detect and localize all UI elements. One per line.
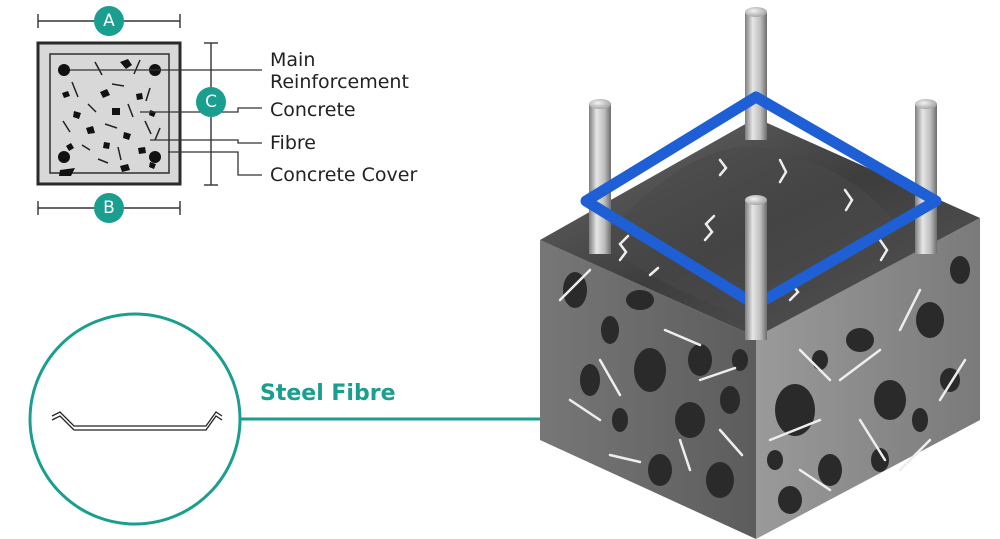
dimension-badge-a: A: [94, 6, 124, 36]
stirrup-outline: [49, 53, 170, 174]
rebar-back-left: [589, 99, 611, 254]
concrete-block: [540, 7, 980, 539]
label-main-reinforcement-line1: Main: [270, 49, 316, 71]
leader-lines: [70, 69, 262, 176]
fibre-detail: [28, 312, 640, 526]
section-aggregates: [59, 59, 156, 176]
section-main-bars: [58, 64, 161, 163]
dimension-badge-b: B: [94, 193, 124, 223]
rebar-back-right: [915, 99, 937, 254]
label-concrete: Concrete: [270, 99, 356, 121]
aggregate-icon: [563, 256, 970, 514]
block-right-face: [756, 218, 980, 539]
reinforcement-bar-icon: [745, 7, 767, 140]
blue-stirrup-tie: [580, 91, 942, 311]
dimension-badge-c: C: [196, 87, 226, 117]
section-fibres: [62, 59, 161, 164]
rebar-front: [745, 195, 767, 340]
cross-section: [36, 14, 262, 215]
label-main-reinforcement-line2: Reinforcement: [270, 71, 409, 93]
label-concrete-cover: Concrete Cover: [270, 164, 418, 186]
section-outline: [36, 41, 182, 186]
label-fibre: Fibre: [270, 132, 316, 154]
fibre-detail-circle: [28, 312, 242, 526]
label-steel-fibre: Steel Fibre: [260, 381, 396, 406]
steel-fibre-shape-icon: [51, 411, 223, 431]
